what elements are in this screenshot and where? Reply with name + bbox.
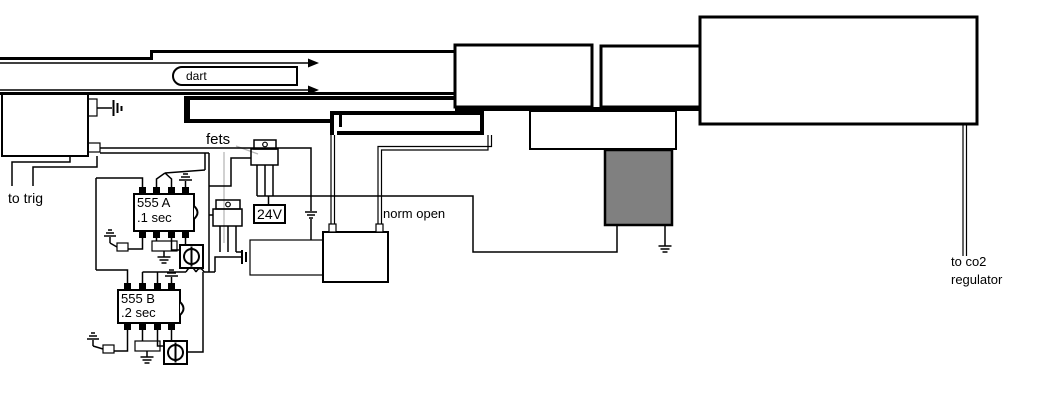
chip-a-name: 555 A xyxy=(137,195,171,210)
switch-a xyxy=(116,242,129,252)
interstage-wiring xyxy=(141,256,241,353)
timer-555b xyxy=(117,283,185,330)
fets-leader-lines xyxy=(223,145,259,243)
co2-label-line1: to co2 xyxy=(951,254,987,269)
ground-symbol-555b-top xyxy=(165,269,178,283)
wiring-555a-top xyxy=(95,169,206,283)
wiring-555b-bottom xyxy=(87,330,188,365)
dart-direction-arrow-top xyxy=(308,58,319,68)
power-rail xyxy=(257,195,618,253)
to-trig-label: to trig xyxy=(8,190,44,206)
fet-1 xyxy=(209,139,279,196)
norm-open-label: norm open xyxy=(383,206,446,221)
chip-b-name: 555 B xyxy=(121,291,155,306)
breech-box xyxy=(599,44,702,109)
resistor-b xyxy=(134,340,161,352)
chamber-box xyxy=(453,43,594,109)
norm-open-valve xyxy=(322,223,389,283)
valve-coil-box xyxy=(241,239,324,276)
signal-wires xyxy=(100,147,312,272)
trigger-wires xyxy=(11,156,98,186)
switch-b xyxy=(102,344,115,354)
fets-label: fets xyxy=(206,131,231,148)
barrel xyxy=(0,50,456,100)
air-hoses xyxy=(330,135,493,224)
ground-symbol-valve xyxy=(305,211,317,240)
ground-symbol-555a-top xyxy=(179,173,192,187)
manifold-top-line xyxy=(455,107,700,111)
fet-2 xyxy=(209,199,243,253)
co2-line xyxy=(962,124,968,256)
supply-24v-label: 24V xyxy=(257,206,282,222)
trigger-box xyxy=(1,93,123,157)
ground-symbol-solenoid xyxy=(658,226,672,253)
trimmer-b xyxy=(163,340,188,365)
dart-label: dart xyxy=(186,69,207,83)
tank-box xyxy=(698,15,979,126)
dart-direction-arrow-bottom xyxy=(308,85,319,95)
chip-b-time: .2 sec xyxy=(121,305,156,320)
supply-24v-box: 24V xyxy=(253,204,286,224)
manifold-box xyxy=(529,110,677,150)
solenoid-gray-box xyxy=(603,148,674,227)
dart-label-box: dart xyxy=(172,66,298,86)
feed-tube xyxy=(184,96,484,135)
chip-a-time: .1 sec xyxy=(137,210,172,225)
timer-555a xyxy=(133,187,199,238)
co2-label-line2: regulator xyxy=(951,272,1003,287)
